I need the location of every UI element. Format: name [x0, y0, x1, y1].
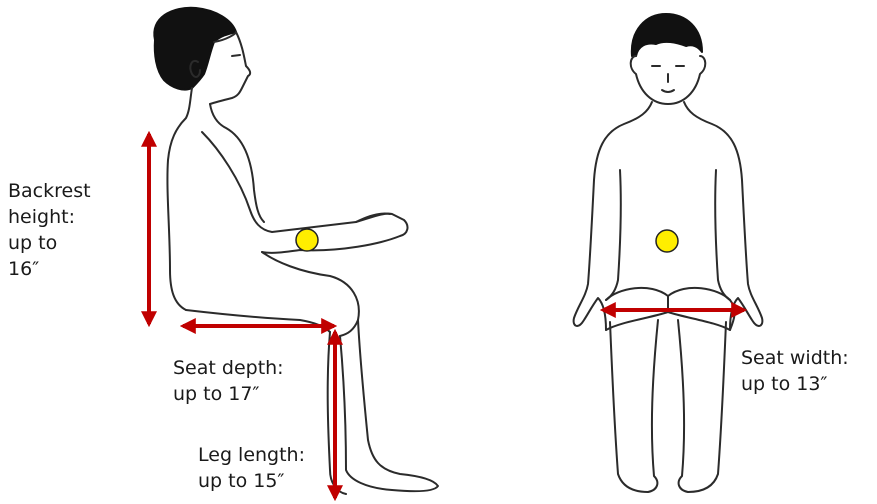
backrest-line-1: Backrest	[8, 178, 91, 204]
leg-length-line-2: up to 15″	[198, 468, 305, 494]
seat-width-line-1: Seat width:	[741, 345, 849, 371]
front-torso-left	[606, 170, 621, 300]
side-back	[167, 88, 192, 310]
backrest-line-4: 16″	[8, 256, 91, 282]
leg-length-label: Leg length: up to 15″	[198, 442, 305, 494]
front-hair	[632, 14, 702, 56]
backrest-line-2: height:	[8, 204, 91, 230]
side-view-figure	[154, 8, 438, 494]
front-right-leg	[678, 320, 726, 492]
side-leg	[340, 320, 438, 491]
side-thigh	[262, 252, 359, 336]
front-view-figure	[574, 14, 763, 492]
side-front	[210, 104, 264, 222]
side-eye	[232, 55, 240, 56]
seat-width-label: Seat width: up to 13″	[741, 345, 849, 397]
backrest-line-3: up to	[8, 230, 91, 256]
leg-length-line-1: Leg length:	[198, 442, 305, 468]
backrest-height-label: Backrest height: up to 16″	[8, 178, 91, 282]
seat-depth-label: Seat depth: up to 17″	[173, 355, 284, 407]
front-center-of-mass-dot	[656, 230, 678, 252]
side-center-of-mass-dot	[296, 229, 318, 251]
seat-depth-line-2: up to 17″	[173, 381, 284, 407]
front-left-leg	[610, 320, 658, 492]
seat-depth-line-1: Seat depth:	[173, 355, 284, 381]
front-mouth	[662, 90, 674, 92]
front-torso-right	[715, 170, 730, 300]
side-face	[210, 32, 250, 104]
seat-width-line-2: up to 13″	[741, 371, 849, 397]
side-seat	[186, 310, 330, 332]
